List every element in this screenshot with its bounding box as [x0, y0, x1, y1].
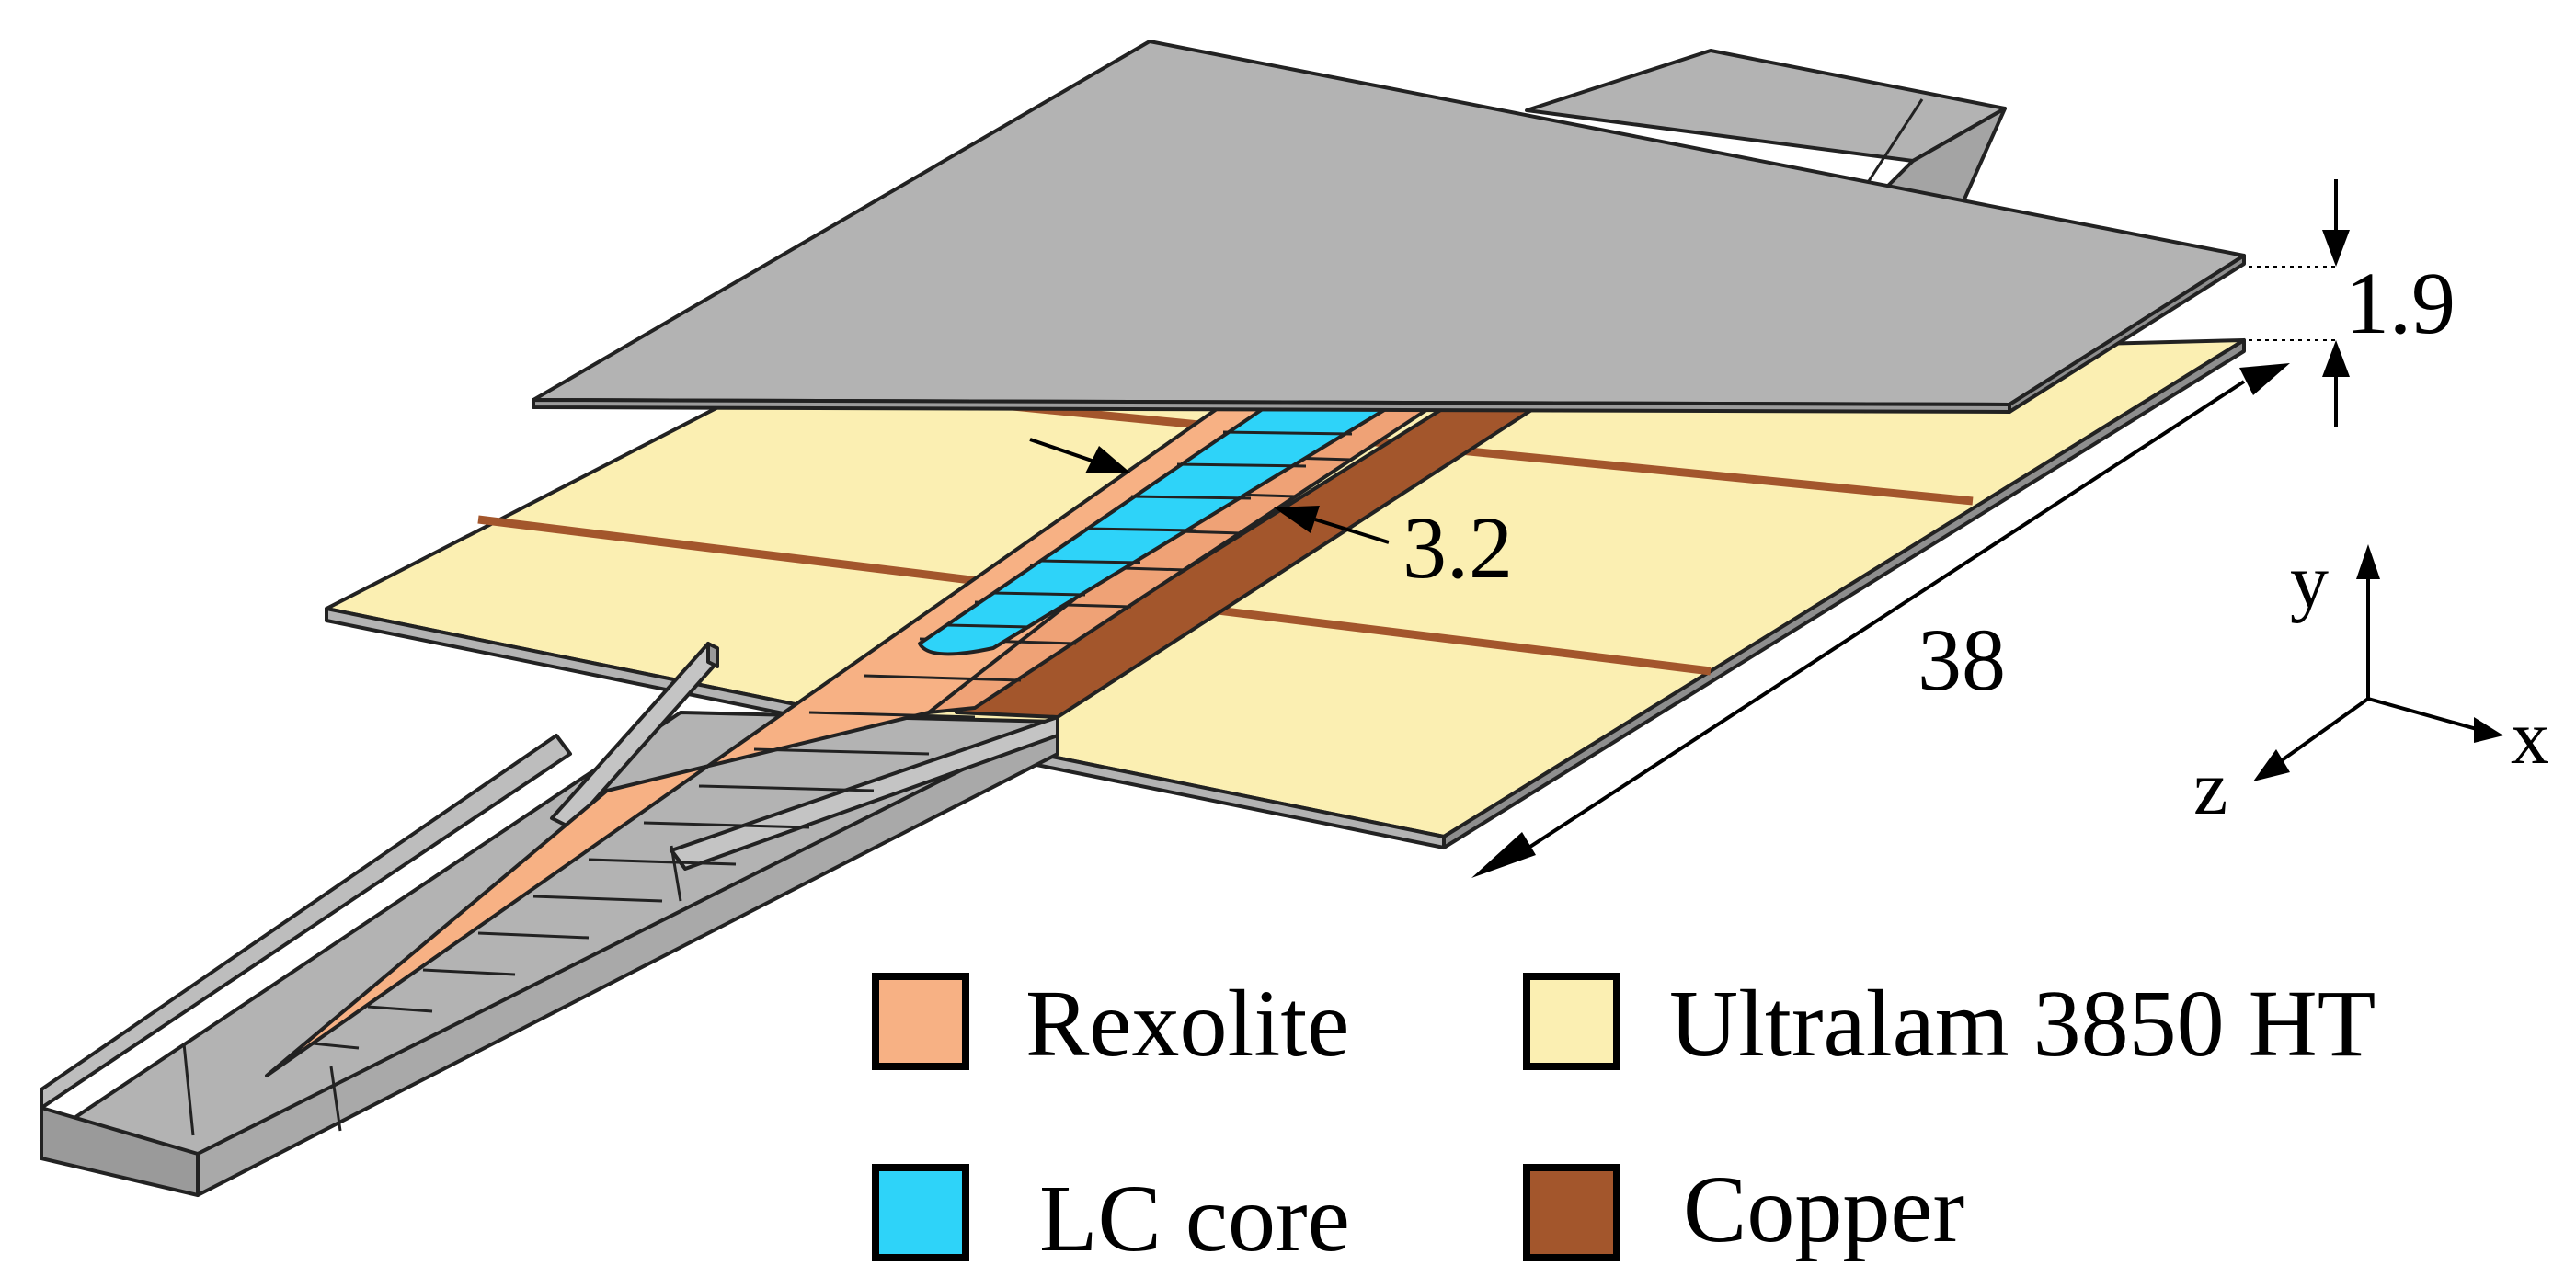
gap-value: 1.9: [2345, 254, 2456, 352]
axis-x-label: x: [2511, 695, 2549, 781]
length-dimension: 38: [1471, 363, 2290, 878]
legend-swatch-ultralam: [1523, 973, 1620, 1070]
lc-core: [918, 403, 1395, 656]
coordinate-axes: y x z: [2193, 539, 2549, 831]
axis-z-label: z: [2193, 746, 2227, 831]
legend: Rexolite Ultralam 3850 HT LC core Copper: [872, 971, 2376, 1271]
legend-label-rexolite: Rexolite: [1025, 971, 1349, 1077]
legend-label-ultralam: Ultralam 3850 HT: [1669, 971, 2376, 1077]
legend-swatch-lc-core: [872, 1164, 969, 1261]
legend-item-ultralam: Ultralam 3850 HT: [1523, 971, 2376, 1077]
legend-label-lc-core: LC core: [1039, 1166, 1350, 1271]
width-value: 3.2: [1402, 498, 1513, 597]
legend-swatch-copper: [1523, 1164, 1620, 1261]
legend-swatch-rexolite: [872, 973, 969, 1070]
feed-waveguide: [40, 642, 1059, 1197]
legend-item-lc-core: LC core: [872, 1164, 1350, 1271]
length-value: 38: [1918, 610, 2006, 709]
back-waveguide-block: [1525, 49, 2007, 213]
top-metal-plate: [532, 40, 2246, 414]
gap-dimension: 1.9: [2249, 179, 2456, 427]
width-dimension: 3.2: [1029, 438, 1513, 597]
legend-item-copper: Copper: [1523, 1157, 1964, 1262]
legend-item-rexolite: Rexolite: [872, 971, 1349, 1077]
legend-label-copper: Copper: [1683, 1157, 1964, 1262]
axis-y-label: y: [2290, 539, 2329, 624]
